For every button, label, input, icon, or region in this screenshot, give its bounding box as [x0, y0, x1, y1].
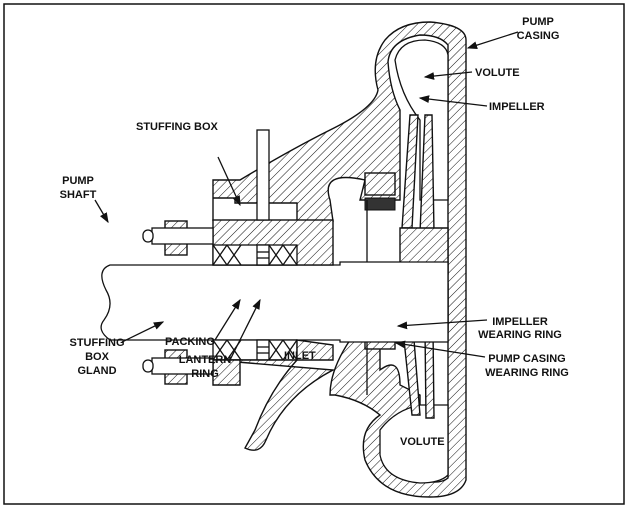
frame-border — [3, 3, 625, 505]
label-gland-1: STUFFING — [70, 337, 125, 349]
label-packing: PACKING — [165, 336, 215, 348]
label-lantern-ring-1: LANTERN — [179, 354, 232, 366]
label-volute-bottom: VOLUTE — [400, 436, 445, 448]
label-pump-shaft-1: PUMP — [62, 175, 94, 187]
label-pump-casing-1: PUMP — [522, 16, 554, 28]
label-casing-wearing-ring-2: WEARING RING — [485, 367, 569, 379]
label-inlet: INLET — [284, 350, 316, 362]
label-pump-casing-2: CASING — [517, 30, 560, 42]
label-gland-3: GLAND — [77, 365, 116, 377]
pump-casing — [212, 21, 467, 498]
label-casing-wearing-ring-1: PUMP CASING — [488, 353, 565, 365]
label-lantern-ring-2: RING — [191, 368, 219, 380]
label-stuffing-box: STUFFING BOX — [136, 121, 219, 133]
label-impeller: IMPELLER — [489, 101, 545, 113]
leader-lines — [94, 31, 519, 361]
label-volute-top: VOLUTE — [475, 67, 520, 79]
label-impeller-wearing-ring-2: WEARING RING — [478, 329, 562, 341]
label-gland-2: BOX — [85, 351, 110, 363]
label-pump-shaft-2: SHAFT — [60, 189, 97, 201]
stuffing-box-gland — [142, 220, 214, 385]
pump-shaft — [100, 261, 449, 343]
label-impeller-wearing-ring-1: IMPELLER — [492, 316, 548, 328]
